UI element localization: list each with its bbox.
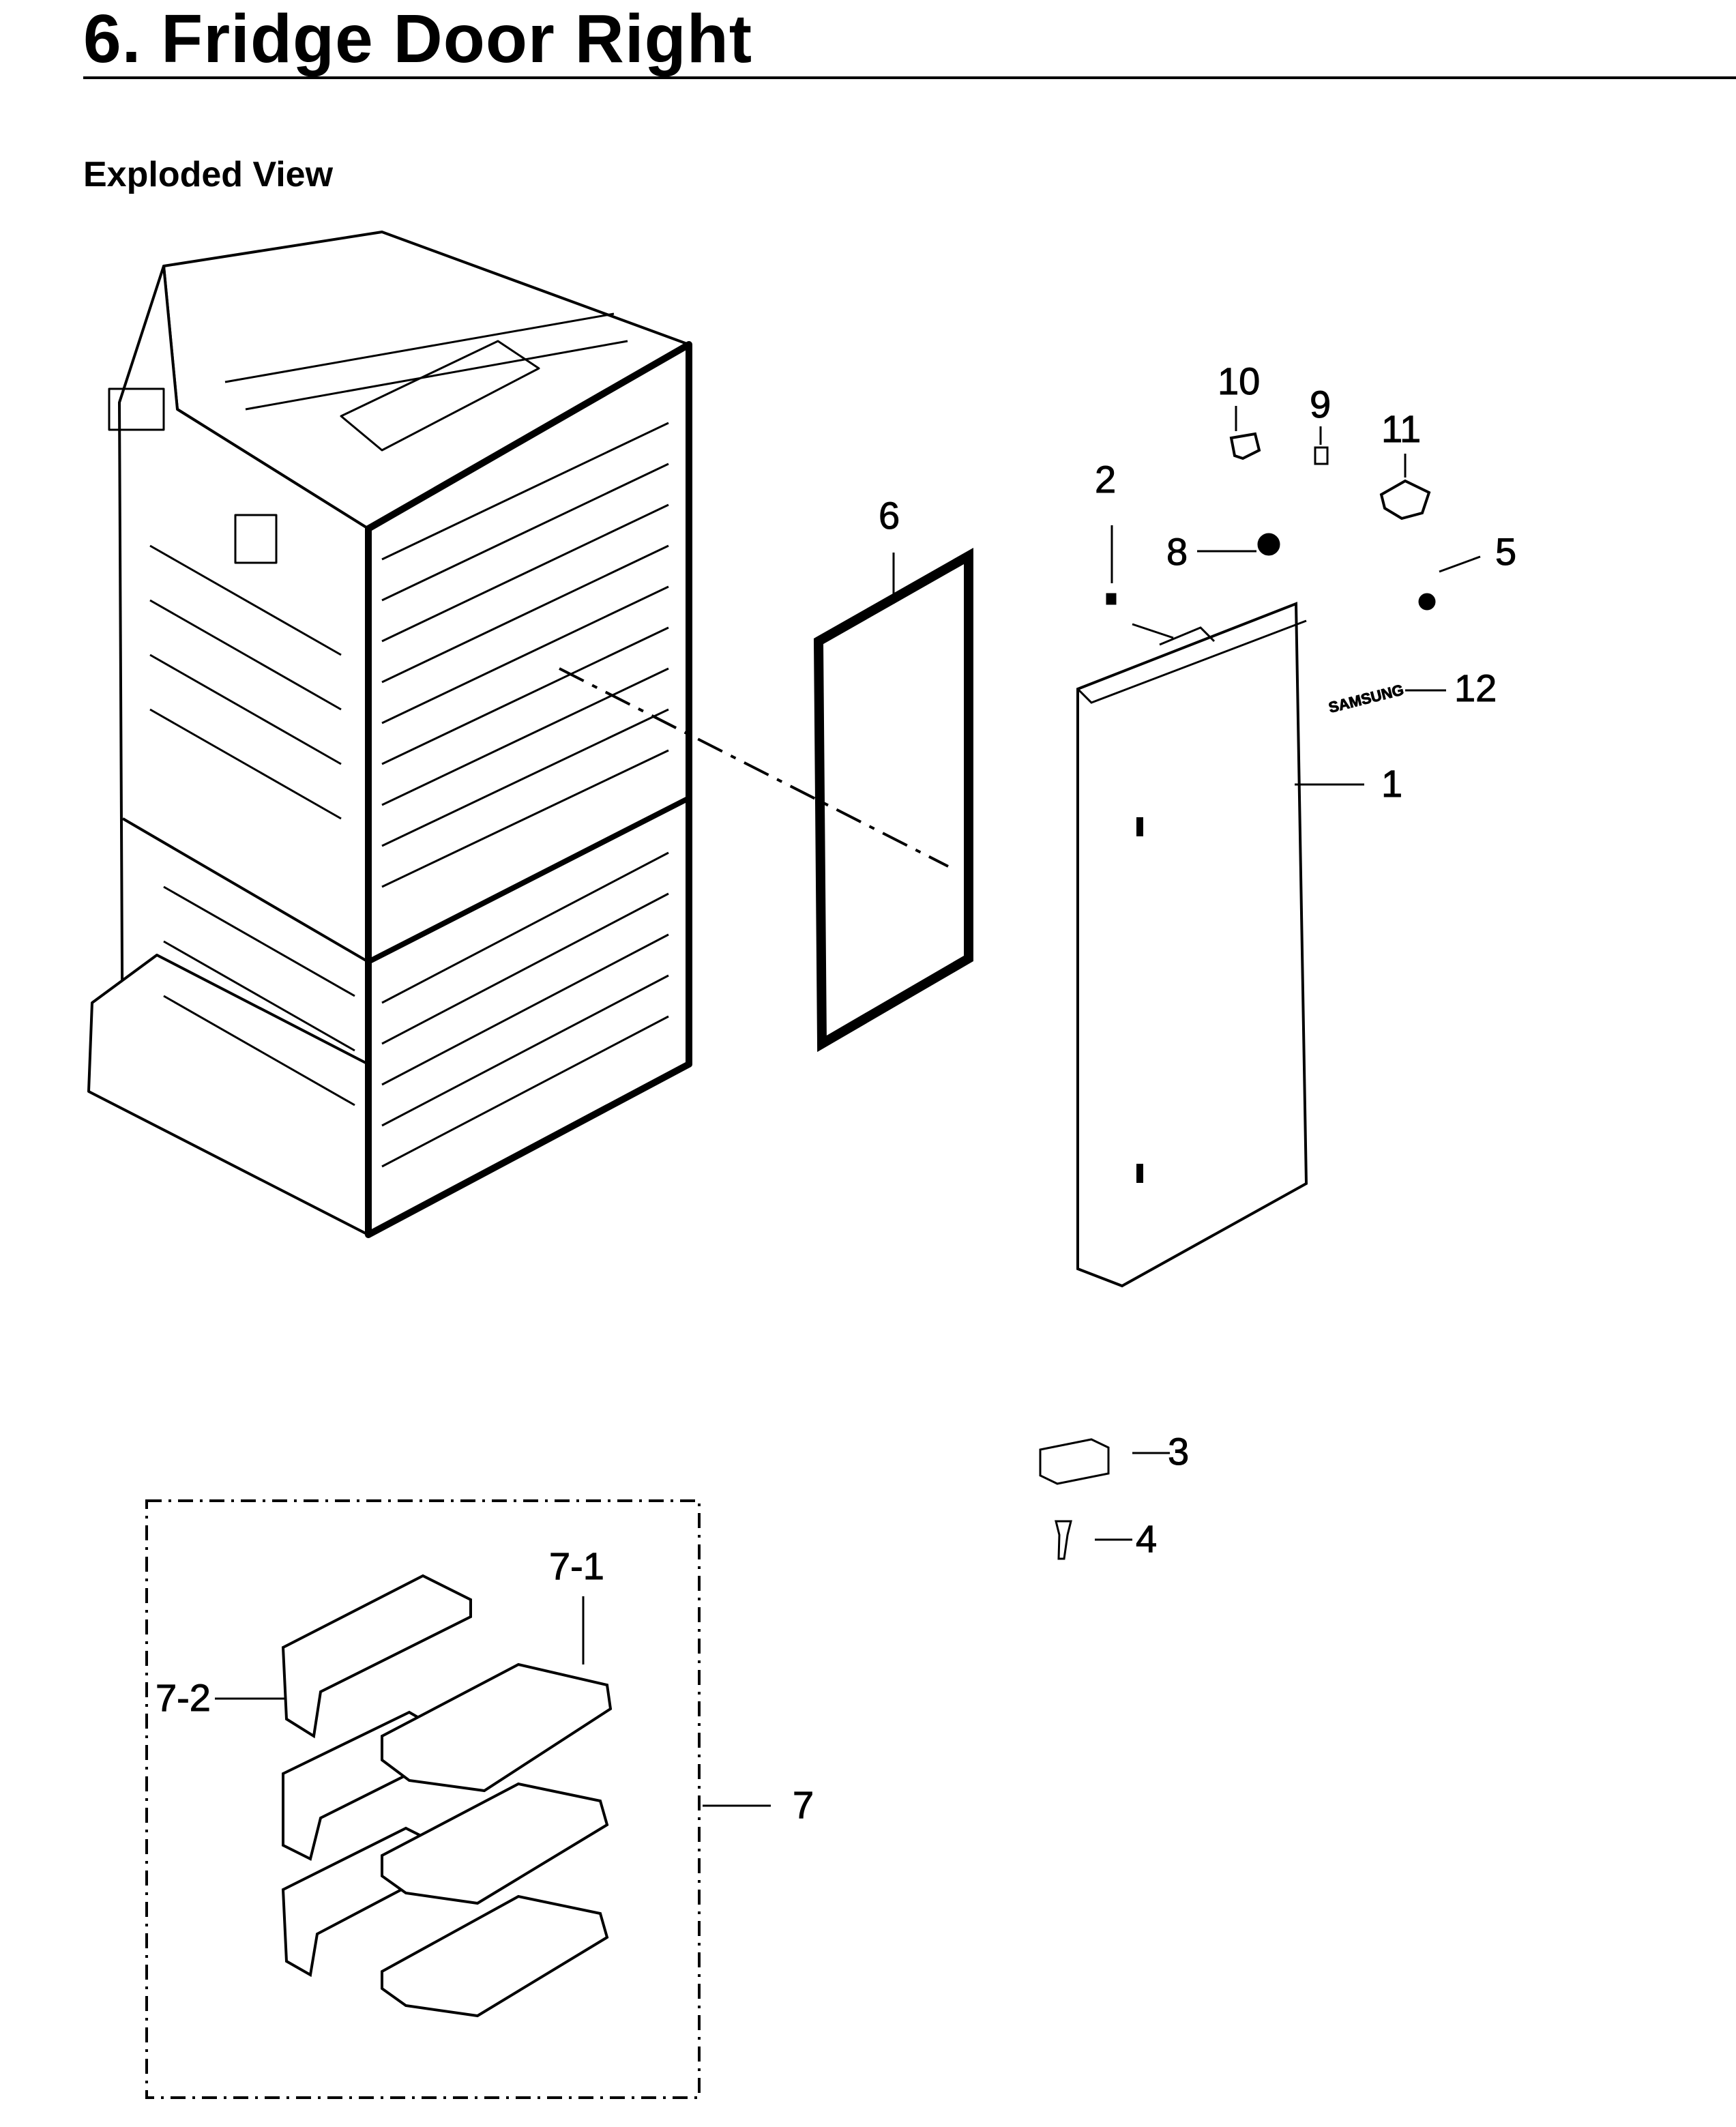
part-8-icon bbox=[1257, 533, 1280, 556]
callout-10: 10 bbox=[1218, 360, 1260, 402]
door-bin-kit-box bbox=[145, 1499, 701, 2099]
callout-11: 11 bbox=[1381, 407, 1421, 450]
callout-12: 12 bbox=[1454, 666, 1497, 709]
door-bins bbox=[281, 1574, 613, 2018]
cabinet-interior-lines bbox=[149, 312, 669, 1168]
part-11-icon bbox=[1379, 479, 1431, 520]
callout-4: 4 bbox=[1136, 1517, 1157, 1560]
callout-1: 1 bbox=[1381, 762, 1402, 805]
door-gasket bbox=[813, 547, 973, 1053]
leader-lines bbox=[215, 406, 1481, 1807]
part-4-icon bbox=[1055, 1520, 1072, 1560]
part-9-icon bbox=[1314, 446, 1329, 465]
callout-8: 8 bbox=[1166, 530, 1188, 573]
part-10-icon bbox=[1229, 432, 1261, 460]
callout-3: 3 bbox=[1168, 1430, 1189, 1473]
section-subtitle: Exploded View bbox=[83, 155, 334, 194]
page-title: 6. Fridge Door Right bbox=[83, 1, 753, 77]
title-rule bbox=[83, 76, 1736, 79]
part-2-icon bbox=[1106, 593, 1117, 605]
callout-5: 5 bbox=[1495, 530, 1516, 573]
callout-9: 9 bbox=[1310, 383, 1331, 426]
callout-6: 6 bbox=[879, 494, 900, 537]
samsung-logo-badge: SAMSUNG bbox=[1327, 681, 1405, 716]
part-3-icon bbox=[1039, 1438, 1110, 1485]
callout-2: 2 bbox=[1095, 458, 1116, 501]
callout-7-2: 7-2 bbox=[156, 1676, 211, 1719]
callout-7: 7 bbox=[793, 1783, 814, 1826]
refrigerator-cabinet bbox=[87, 231, 692, 1238]
callout-7-1: 7-1 bbox=[549, 1544, 604, 1587]
fridge-door bbox=[1076, 602, 1308, 1288]
gasket-alignment-line bbox=[559, 667, 949, 868]
part-5-icon bbox=[1418, 593, 1436, 611]
